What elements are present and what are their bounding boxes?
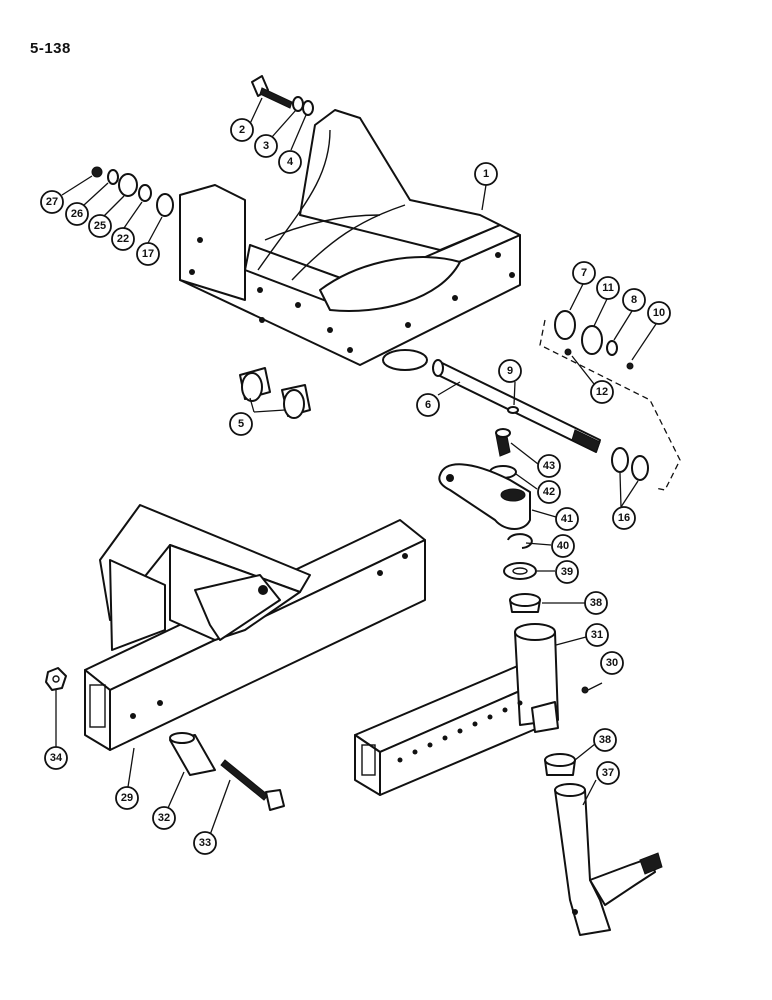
callout: 17	[136, 242, 160, 266]
callout: 32	[152, 806, 176, 830]
svg-text:26: 26	[71, 208, 83, 220]
svg-text:17: 17	[142, 248, 154, 260]
svg-text:39: 39	[561, 566, 573, 578]
callout: 38	[584, 591, 608, 615]
thrust-washers	[611, 447, 649, 481]
svg-text:7: 7	[581, 267, 587, 279]
svg-text:10: 10	[653, 307, 665, 319]
nut	[45, 667, 67, 691]
svg-text:5: 5	[238, 418, 244, 430]
bushings	[239, 367, 311, 419]
svg-text:31: 31	[591, 629, 603, 641]
callout: 10	[647, 301, 671, 325]
svg-text:42: 42	[543, 486, 555, 498]
page-number: 5-138	[30, 40, 71, 57]
svg-text:4: 4	[287, 156, 294, 168]
upper-spindle-parts	[503, 533, 541, 613]
callout: 38	[593, 728, 617, 752]
callout: 33	[193, 831, 217, 855]
callout: 37	[596, 761, 620, 785]
callout: 31	[585, 623, 609, 647]
callout: 26	[65, 202, 89, 226]
svg-text:40: 40	[557, 540, 569, 552]
svg-text:16: 16	[618, 512, 630, 524]
callout: 34	[44, 746, 68, 770]
svg-text:25: 25	[94, 220, 106, 232]
callout: 11	[596, 276, 620, 300]
callout: 9	[498, 359, 522, 383]
svg-text:27: 27	[46, 196, 58, 208]
svg-text:12: 12	[596, 386, 608, 398]
callout: 7	[572, 261, 596, 285]
svg-text:43: 43	[543, 460, 555, 472]
axle-support-casting	[179, 109, 521, 371]
svg-text:32: 32	[158, 812, 170, 824]
callout: 25	[88, 214, 112, 238]
collar-assembly	[539, 310, 681, 491]
callout: 2	[230, 118, 254, 142]
spacer-and-bolt	[169, 732, 285, 811]
callout: 29	[115, 786, 139, 810]
pivot-pin	[432, 359, 601, 453]
svg-text:37: 37	[602, 767, 614, 779]
svg-text:1: 1	[483, 168, 489, 180]
callout: 12	[590, 380, 614, 404]
spindle	[554, 783, 663, 936]
callout: 30	[600, 651, 624, 675]
callout: 40	[551, 534, 575, 558]
svg-text:33: 33	[199, 837, 211, 849]
svg-text:29: 29	[121, 792, 133, 804]
callout: 41	[555, 507, 579, 531]
svg-text:8: 8	[631, 294, 637, 306]
svg-text:6: 6	[425, 399, 431, 411]
lower-bushing	[544, 753, 576, 776]
svg-text:2: 2	[239, 124, 245, 136]
callout: 6	[416, 393, 440, 417]
steering-arm	[438, 428, 531, 530]
svg-text:3: 3	[263, 140, 269, 152]
svg-text:38: 38	[590, 597, 602, 609]
svg-text:11: 11	[602, 282, 614, 294]
axle-beam	[84, 504, 426, 751]
callout: 5	[229, 412, 253, 436]
callout: 42	[537, 480, 561, 504]
svg-text:30: 30	[606, 657, 618, 669]
callout: 39	[555, 560, 579, 584]
callout: 3	[254, 134, 278, 158]
callout: 22	[111, 227, 135, 251]
side-washers	[91, 166, 174, 217]
svg-text:9: 9	[507, 365, 513, 377]
svg-text:34: 34	[50, 752, 63, 764]
callout: 27	[40, 190, 64, 214]
svg-text:22: 22	[117, 233, 129, 245]
callout: 8	[622, 288, 646, 312]
bolt-and-washers-top	[251, 75, 314, 116]
callout: 43	[537, 454, 561, 478]
callout: 16	[612, 506, 636, 530]
callout: 4	[278, 150, 302, 174]
leader-lines	[55, 97, 657, 836]
axle-extension	[354, 623, 589, 796]
callout: 1	[474, 162, 498, 186]
svg-text:38: 38	[599, 734, 611, 746]
svg-text:41: 41	[561, 513, 573, 525]
